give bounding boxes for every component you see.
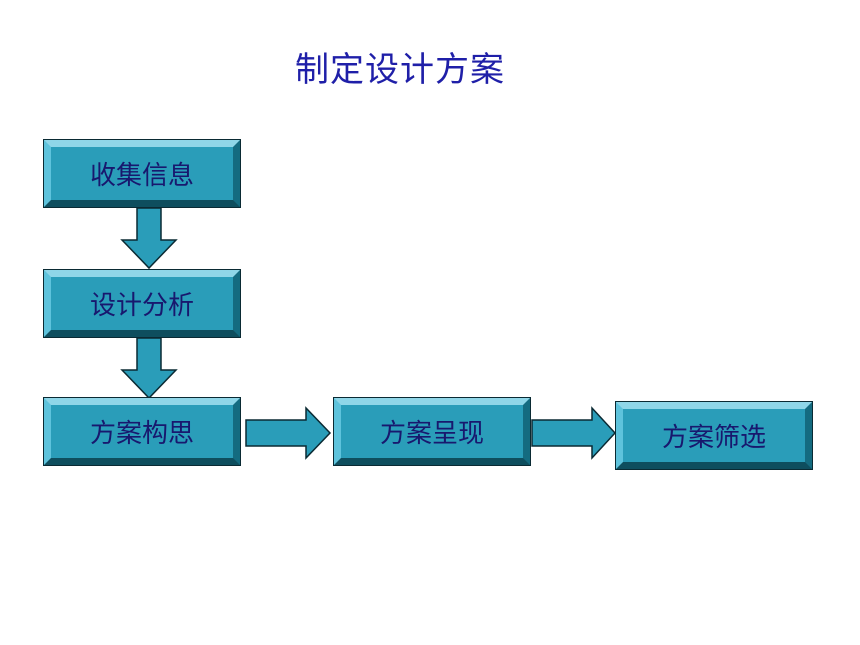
- arrow-down-2: [120, 337, 178, 400]
- step-box-concept: 方案构思: [43, 397, 241, 466]
- step-label: 收集信息: [89, 161, 194, 191]
- step-box-present: 方案呈现: [333, 397, 531, 466]
- step-box-select: 方案筛选: [615, 401, 813, 470]
- page-title: 制定设计方案: [295, 50, 505, 90]
- step-box-analysis: 设计分析: [43, 269, 241, 338]
- step-label: 方案呈现: [379, 419, 484, 449]
- arrow-down-1: [120, 207, 178, 270]
- step-label: 方案筛选: [661, 423, 766, 453]
- step-box-collect: 收集信息: [43, 139, 241, 208]
- arrow-right-1: [245, 406, 332, 460]
- step-label: 方案构思: [89, 419, 194, 449]
- arrow-right-2: [531, 406, 617, 460]
- step-label: 设计分析: [89, 291, 194, 321]
